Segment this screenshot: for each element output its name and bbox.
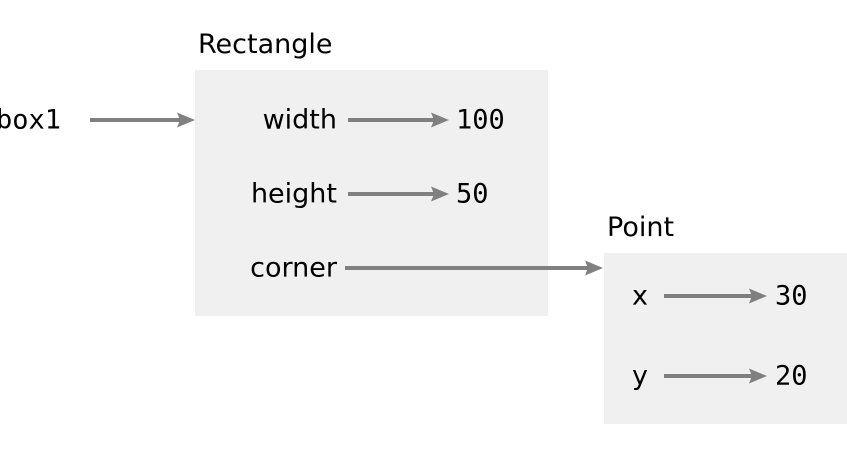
- frame-title-point: Point: [607, 212, 675, 243]
- attribute-label-y: y: [632, 360, 648, 392]
- attribute-value-height: 50: [456, 178, 489, 210]
- attribute-arrow-y: [664, 365, 767, 387]
- attribute-value-y: 20: [775, 360, 808, 392]
- attribute-label-corner: corner: [250, 252, 337, 284]
- attribute-label-width: width: [262, 104, 337, 136]
- frame-title-rectangle: Rectangle: [198, 29, 333, 60]
- attribute-arrow-width: [348, 109, 449, 131]
- attribute-arrow-height: [348, 183, 449, 205]
- attribute-value-x: 30: [775, 280, 808, 312]
- reference-arrow-box1-to-rectangle: [90, 109, 195, 131]
- attribute-arrow-x: [664, 285, 767, 307]
- variable-name-box1: box1: [0, 104, 62, 136]
- attribute-label-height: height: [250, 178, 337, 210]
- attribute-value-width: 100: [456, 104, 505, 136]
- reference-arrow-corner-to-point: [345, 257, 603, 279]
- object-frame-point: [604, 253, 847, 424]
- attribute-label-x: x: [632, 280, 648, 312]
